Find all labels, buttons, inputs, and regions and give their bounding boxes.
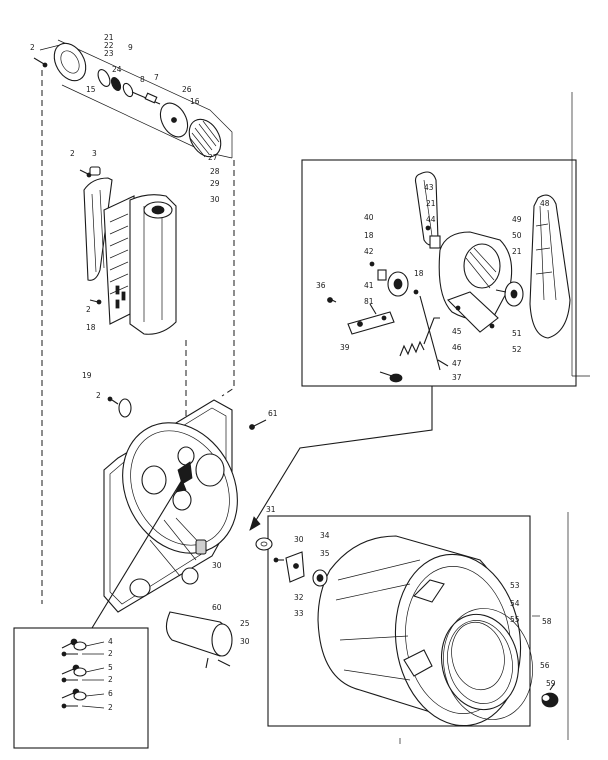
part-number-label: 18 xyxy=(364,231,374,240)
part-number-label: 34 xyxy=(320,531,330,540)
part-number-label: 49 xyxy=(512,215,522,224)
drum-inset xyxy=(255,515,559,727)
part-number-label: 2 xyxy=(96,391,101,400)
screw-kit-part-labels: 4 2 5 2 6 2 xyxy=(108,637,113,712)
part-number-label: 18 xyxy=(414,269,424,278)
part-number-label: 45 xyxy=(452,327,462,336)
part-number-label: 15 xyxy=(86,85,96,94)
part-number-label: 5 xyxy=(108,663,113,672)
part-number-label: 21 xyxy=(426,199,436,208)
part-number-label: 46 xyxy=(452,343,462,352)
drum-part-labels: 31 30 34 35 53 54 55 58 32 33 56 59 xyxy=(266,505,556,688)
part-number-label: 21 xyxy=(512,247,522,256)
capacitor xyxy=(165,611,233,669)
part-number-label: 47 xyxy=(452,359,462,368)
part-number-label: 61 xyxy=(268,409,278,418)
part-number-label: 28 xyxy=(210,167,220,176)
part-number-label: 59 xyxy=(546,679,556,688)
part-number-label: 53 xyxy=(510,581,520,590)
part-number-label: 33 xyxy=(294,609,304,618)
part-number-label: 56 xyxy=(540,661,550,670)
rear-bulkhead xyxy=(103,396,267,613)
part-number-label: 81 xyxy=(364,297,374,306)
part-number-label: 6 xyxy=(108,689,113,698)
part-number-label: 43 xyxy=(424,183,434,192)
part-number-label: 51 xyxy=(512,329,522,338)
part-number-label: 9 xyxy=(128,43,133,52)
part-number-label: 31 xyxy=(266,505,276,514)
part-number-label: 2 xyxy=(108,649,113,658)
part-number-label: 30 xyxy=(210,195,220,204)
part-number-label: 23 xyxy=(104,49,114,58)
lint-duct-assembly xyxy=(83,177,177,335)
part-number-label: 27 xyxy=(208,153,218,162)
part-number-label: 48 xyxy=(540,199,550,208)
part-number-label: 2 xyxy=(70,149,75,158)
part-number-label: 18 xyxy=(86,323,96,332)
part-number-label: 7 xyxy=(154,73,159,82)
part-number-label: 29 xyxy=(210,179,220,188)
part-number-label: 3 xyxy=(92,149,97,158)
part-number-label: 8 xyxy=(140,75,145,84)
part-number-label: 21 xyxy=(104,33,114,42)
part-number-label: 54 xyxy=(510,599,520,608)
screw-kit-inset xyxy=(13,627,149,749)
part-number-label: 30 xyxy=(240,637,250,646)
part-number-label: 55 xyxy=(510,615,520,624)
part-number-label: 39 xyxy=(340,343,350,352)
part-number-label: 26 xyxy=(182,85,192,94)
part-number-label: 40 xyxy=(364,213,374,222)
part-number-label: 2 xyxy=(86,305,91,314)
part-number-label: 30 xyxy=(294,535,304,544)
part-number-label: 24 xyxy=(112,65,122,74)
part-number-label: 22 xyxy=(104,41,114,50)
part-number-label: 44 xyxy=(426,215,436,224)
part-number-label: 30 xyxy=(212,561,222,570)
blower-assembly xyxy=(33,39,233,178)
part-number-label: 36 xyxy=(316,281,326,290)
motor-part-labels: 43 21 44 40 18 42 18 49 50 21 48 36 41 81 45 51 46 52 39 47… xyxy=(316,183,550,382)
part-number-label: 16 xyxy=(190,97,200,106)
part-number-label: 35 xyxy=(320,549,330,558)
motor-inset xyxy=(301,159,577,387)
part-number-label: 37 xyxy=(452,373,462,382)
part-number-label: 2 xyxy=(108,675,113,684)
part-number-label: 4 xyxy=(108,637,113,646)
part-number-label: 58 xyxy=(542,617,552,626)
part-number-label: 41 xyxy=(364,281,374,290)
part-number-label: 2 xyxy=(108,703,113,712)
part-number-label: 32 xyxy=(294,593,304,602)
part-number-label: 42 xyxy=(364,247,374,256)
part-number-label: 2 xyxy=(30,43,35,52)
housing-part-labels: 19 2 61 30 60 25 30 xyxy=(82,371,278,646)
part-number-label: 52 xyxy=(512,345,522,354)
part-number-label: 50 xyxy=(512,231,522,240)
part-number-label: 25 xyxy=(240,619,250,628)
part-number-label: 19 xyxy=(82,371,92,380)
part-number-label: 60 xyxy=(212,603,222,612)
